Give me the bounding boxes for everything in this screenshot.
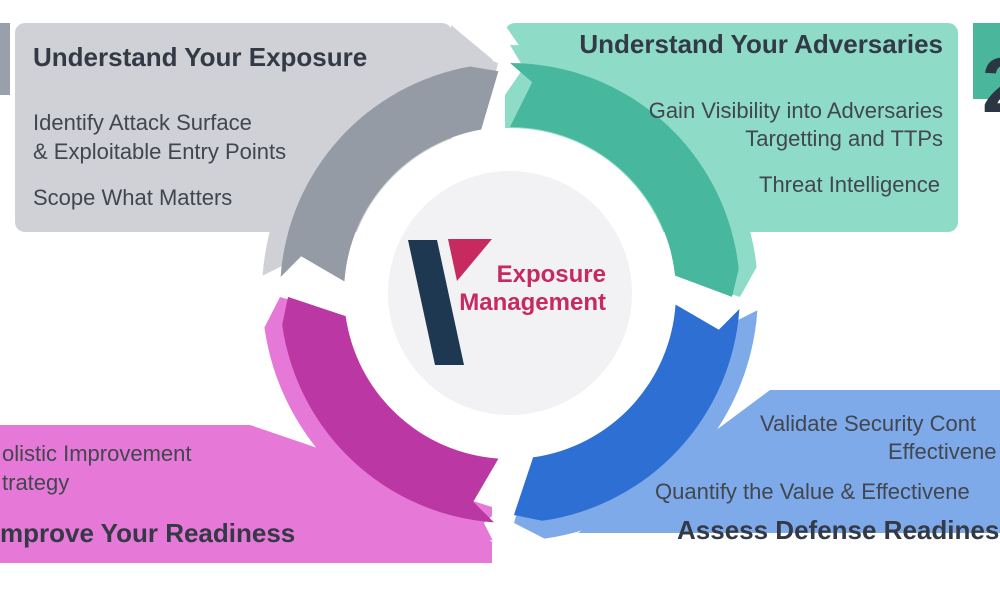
- improve-line-1: olistic Improvement: [2, 441, 192, 466]
- exposure-line-3: Scope What Matters: [33, 185, 233, 210]
- improve-line-2: trategy: [2, 470, 70, 495]
- adversaries-line-1: Gain Visibility into Adversaries: [648, 98, 943, 123]
- logo-text-line1: Exposure: [496, 261, 606, 288]
- panel-assess-defense: [578, 390, 1000, 533]
- panel-adversaries-notch: [505, 25, 529, 95]
- logo-navy-bar-icon: [408, 240, 464, 365]
- exposure-title: Understand Your Exposure: [33, 42, 368, 72]
- assess-line-1: Validate Security Cont: [760, 411, 977, 436]
- improve-title: mprove Your Readiness: [0, 518, 296, 548]
- exposure-line-2: & Exploitable Entry Points: [33, 139, 287, 164]
- assess-title: Assess Defense Readines: [677, 515, 1000, 545]
- adversaries-line-3: Threat Intelligence: [759, 172, 940, 197]
- step2-number: 2: [982, 46, 1000, 124]
- adversaries-title: Understand Your Adversaries: [579, 29, 943, 59]
- assess-line-2: Effectivene: [888, 439, 997, 464]
- arc-arrow-adversaries: [510, 63, 739, 297]
- badge-step2-square: [973, 23, 1000, 99]
- badge-step1-square: [0, 23, 10, 95]
- panel-improve-readiness: [0, 425, 492, 563]
- arc-arrow-exposure: [280, 66, 499, 282]
- exposure-line-1: Identify Attack Surface: [33, 110, 252, 135]
- arc-arrow-assess: [513, 304, 740, 521]
- logo-text-line2: Management: [459, 289, 606, 316]
- logo-pink-triangle-icon: [448, 239, 492, 281]
- adversaries-line-2: Targetting and TTPs: [745, 126, 943, 151]
- assess-line-3: Quantify the Value & Effectivene: [655, 479, 970, 504]
- arc-arrow-improve: [282, 296, 499, 523]
